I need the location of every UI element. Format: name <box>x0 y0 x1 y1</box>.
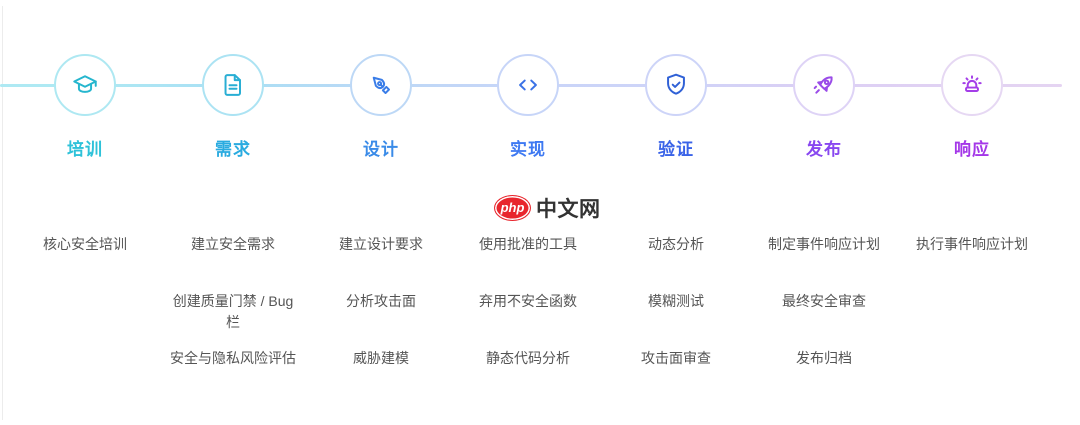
stage-items-verification: 动态分析 模糊测试 攻击面审查 <box>602 228 750 399</box>
stage-column-release: 发布 制定事件响应计划 最终安全审查 发布归档 <box>750 0 898 425</box>
stage-item: 模糊测试 <box>648 293 704 309</box>
stage-item <box>11 285 159 342</box>
stage-item: 动态分析 <box>648 236 704 252</box>
stage-item: 使用批准的工具 <box>479 236 577 252</box>
stage-item: 建立安全需求 <box>191 236 275 252</box>
stage-item: 建立设计要求 <box>339 236 423 252</box>
stage-column-response: 响应 执行事件响应计划 <box>898 0 1046 425</box>
stage-item <box>11 342 159 399</box>
stage-column-implementation: 实现 使用批准的工具 弃用不安全函数 静态代码分析 <box>454 0 602 425</box>
stage-node-response <box>941 54 1003 116</box>
stage-item: 核心安全培训 <box>43 236 127 252</box>
stage-label-implementation: 实现 <box>510 140 546 159</box>
code-icon <box>519 79 537 91</box>
stage-node-release <box>793 54 855 116</box>
graduation-cap-icon <box>73 75 97 93</box>
stage-items-requirements: 建立安全需求 创建质量门禁 / Bug 栏 安全与隐私风险评估 <box>159 228 307 399</box>
stage-item: 静态代码分析 <box>486 350 570 366</box>
stage-item: 制定事件响应计划 <box>768 236 880 252</box>
stage-item: 最终安全审查 <box>782 293 866 309</box>
stage-column-training: 培训 核心安全培训 <box>11 0 159 425</box>
document-icon <box>224 74 241 96</box>
stage-item <box>898 342 1046 399</box>
shield-check-icon <box>667 73 685 95</box>
stage-column-design: 设计 建立设计要求 分析攻击面 威胁建模 <box>307 0 455 425</box>
pen-nib-icon <box>372 76 390 94</box>
stage-label-release: 发布 <box>806 140 842 159</box>
php-logo-badge: php <box>494 194 531 221</box>
stage-items-release: 制定事件响应计划 最终安全审查 发布归档 <box>750 228 898 399</box>
stage-node-training <box>54 54 116 116</box>
php-watermark-logo: php 中文网 <box>494 194 601 221</box>
stage-node-design <box>350 54 412 116</box>
stage-column-verification: 验证 动态分析 模糊测试 攻击面审查 <box>602 0 750 425</box>
stage-label-verification: 验证 <box>658 140 694 159</box>
stage-label-design: 设计 <box>363 140 399 159</box>
stage-label-requirements: 需求 <box>215 140 251 159</box>
stage-item: 发布归档 <box>796 350 852 366</box>
stage-label-response: 响应 <box>954 140 990 159</box>
stage-item: 执行事件响应计划 <box>916 236 1028 252</box>
siren-icon <box>962 75 982 92</box>
stage-item: 安全与隐私风险评估 <box>170 350 296 366</box>
stage-item: 威胁建模 <box>353 350 409 366</box>
stage-node-implementation <box>497 54 559 116</box>
stage-label-training: 培训 <box>67 140 103 159</box>
stage-items-implementation: 使用批准的工具 弃用不安全函数 静态代码分析 <box>454 228 602 399</box>
stage-items-design: 建立设计要求 分析攻击面 威胁建模 <box>307 228 455 399</box>
stage-node-requirements <box>202 54 264 116</box>
stage-item: 攻击面审查 <box>641 350 711 366</box>
rocket-icon <box>813 76 833 94</box>
left-edge-line <box>2 6 3 420</box>
stage-item: 分析攻击面 <box>346 293 416 309</box>
stage-items-response: 执行事件响应计划 <box>898 228 1046 399</box>
stage-items-training: 核心安全培训 <box>11 228 159 399</box>
stage-column-requirements: 需求 建立安全需求 创建质量门禁 / Bug 栏 安全与隐私风险评估 <box>159 0 307 425</box>
stage-item <box>898 285 1046 342</box>
stage-item: 创建质量门禁 / Bug 栏 <box>172 293 294 330</box>
stage-node-verification <box>645 54 707 116</box>
stage-item: 弃用不安全函数 <box>479 293 577 309</box>
php-logo-text: 中文网 <box>536 197 601 221</box>
